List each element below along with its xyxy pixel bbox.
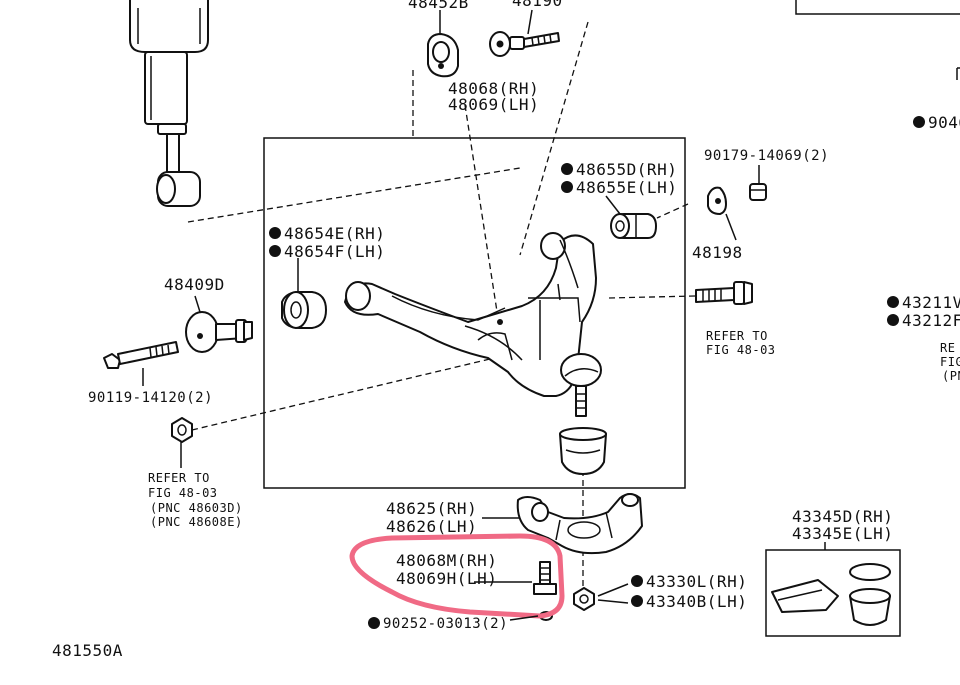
bolt-48068m: [533, 561, 557, 595]
boot-cup: [849, 563, 891, 626]
label-90119: 90119-14120(2): [88, 390, 213, 406]
cam-plate-48409d: [185, 311, 253, 353]
grease-pouch: [771, 579, 839, 613]
refer-b-line2: FIG 48-03: [148, 486, 218, 500]
leader-refer-right: [607, 295, 696, 299]
ball-joint-boot: [559, 427, 607, 475]
label-48655d: 48655D(RH): [576, 160, 677, 179]
refer-b-line4: (PNC 48608E): [150, 515, 243, 529]
lower-arm-assembly-box: [263, 137, 686, 489]
bullet-icon: [561, 163, 573, 175]
refer-c-line3: (PN: [942, 369, 960, 383]
label-90179: 90179-14069(2): [704, 148, 829, 164]
boot-kit-box: [765, 549, 901, 637]
refer-b-line1: REFER TO: [148, 471, 210, 485]
label-48069h: 48069H(LH): [396, 569, 497, 588]
top-right-frame: [795, 0, 960, 15]
nut-43330: [573, 587, 595, 611]
label-48190: 48190: [512, 0, 563, 10]
leader-90252: [509, 615, 539, 621]
bullet-icon: [631, 595, 643, 607]
label-48625: 48625(RH): [386, 499, 477, 518]
label-43212f: 43212F: [902, 311, 960, 330]
leader-48198: [725, 213, 737, 241]
refer-c-line2: FIG: [940, 355, 960, 369]
label-48198: 48198: [692, 243, 743, 262]
leader-48409d: [194, 295, 201, 313]
label-48409d: 48409D: [164, 275, 225, 294]
label-9046: 9046: [928, 113, 960, 132]
bullet-icon: [561, 181, 573, 193]
leader-48190: [519, 21, 589, 256]
leader-43330: [597, 583, 629, 597]
label-43211v: 43211V: [902, 293, 960, 312]
label-48068m: 48068M(RH): [396, 551, 497, 570]
bullet-icon: [368, 617, 380, 629]
label-48654e: 48654E(RH): [284, 224, 385, 243]
refer-b-line3: (PNC 48603D): [150, 501, 243, 515]
lower-arm: [344, 232, 597, 397]
bushing-48655: [610, 213, 657, 239]
leader-48655-dot: [605, 195, 621, 215]
bullet-icon: [887, 314, 899, 326]
label-43330l: 43330L(RH): [646, 572, 747, 591]
label-43340b: 43340B(LH): [646, 592, 747, 611]
leader-shock-to-arm: [187, 167, 521, 223]
bullet-icon: [913, 116, 925, 128]
refer-a-line2: FIG 48-03: [706, 343, 776, 357]
label-arm-lh: 48069(LH): [448, 95, 539, 114]
label-90252: 90252-03013(2): [383, 616, 508, 632]
leader-48655: [656, 203, 689, 219]
nut-left: [171, 417, 193, 443]
figure-id: 481550A: [52, 641, 123, 660]
leader-48190-top: [527, 9, 533, 35]
label-48452b: 48452B: [408, 0, 469, 12]
highlight-circle: [349, 533, 565, 619]
refer-c-line1: RE: [940, 341, 955, 355]
label-48655e: 48655E(LH): [576, 178, 677, 197]
bolt-90119: [103, 341, 179, 369]
bullet-icon: [269, 245, 281, 257]
bolt-right: [695, 281, 753, 305]
label-43345e: 43345E(LH): [792, 524, 893, 543]
washer-48198: [707, 186, 727, 215]
label-48654f: 48654F(LH): [284, 242, 385, 261]
arm-ball-joint: [560, 353, 602, 417]
refer-a-line1: REFER TO: [706, 329, 768, 343]
label-43345d: 43345D(RH): [792, 507, 893, 526]
bullet-icon: [631, 575, 643, 587]
leader-43340: [597, 599, 629, 604]
stopper-48625: [516, 493, 643, 555]
bullet-icon: [887, 296, 899, 308]
label-arm-rh: 48068(RH): [448, 79, 539, 98]
shock-absorber: [129, 0, 209, 207]
nut-90179: [749, 183, 767, 201]
label-48626: 48626(LH): [386, 517, 477, 536]
cam-bolt-48190: [489, 31, 560, 57]
cam-washer-48452b: [427, 33, 459, 78]
bullet-icon: [269, 227, 281, 239]
bushing-48654: [281, 291, 327, 329]
leader-arm-center: [464, 104, 499, 319]
